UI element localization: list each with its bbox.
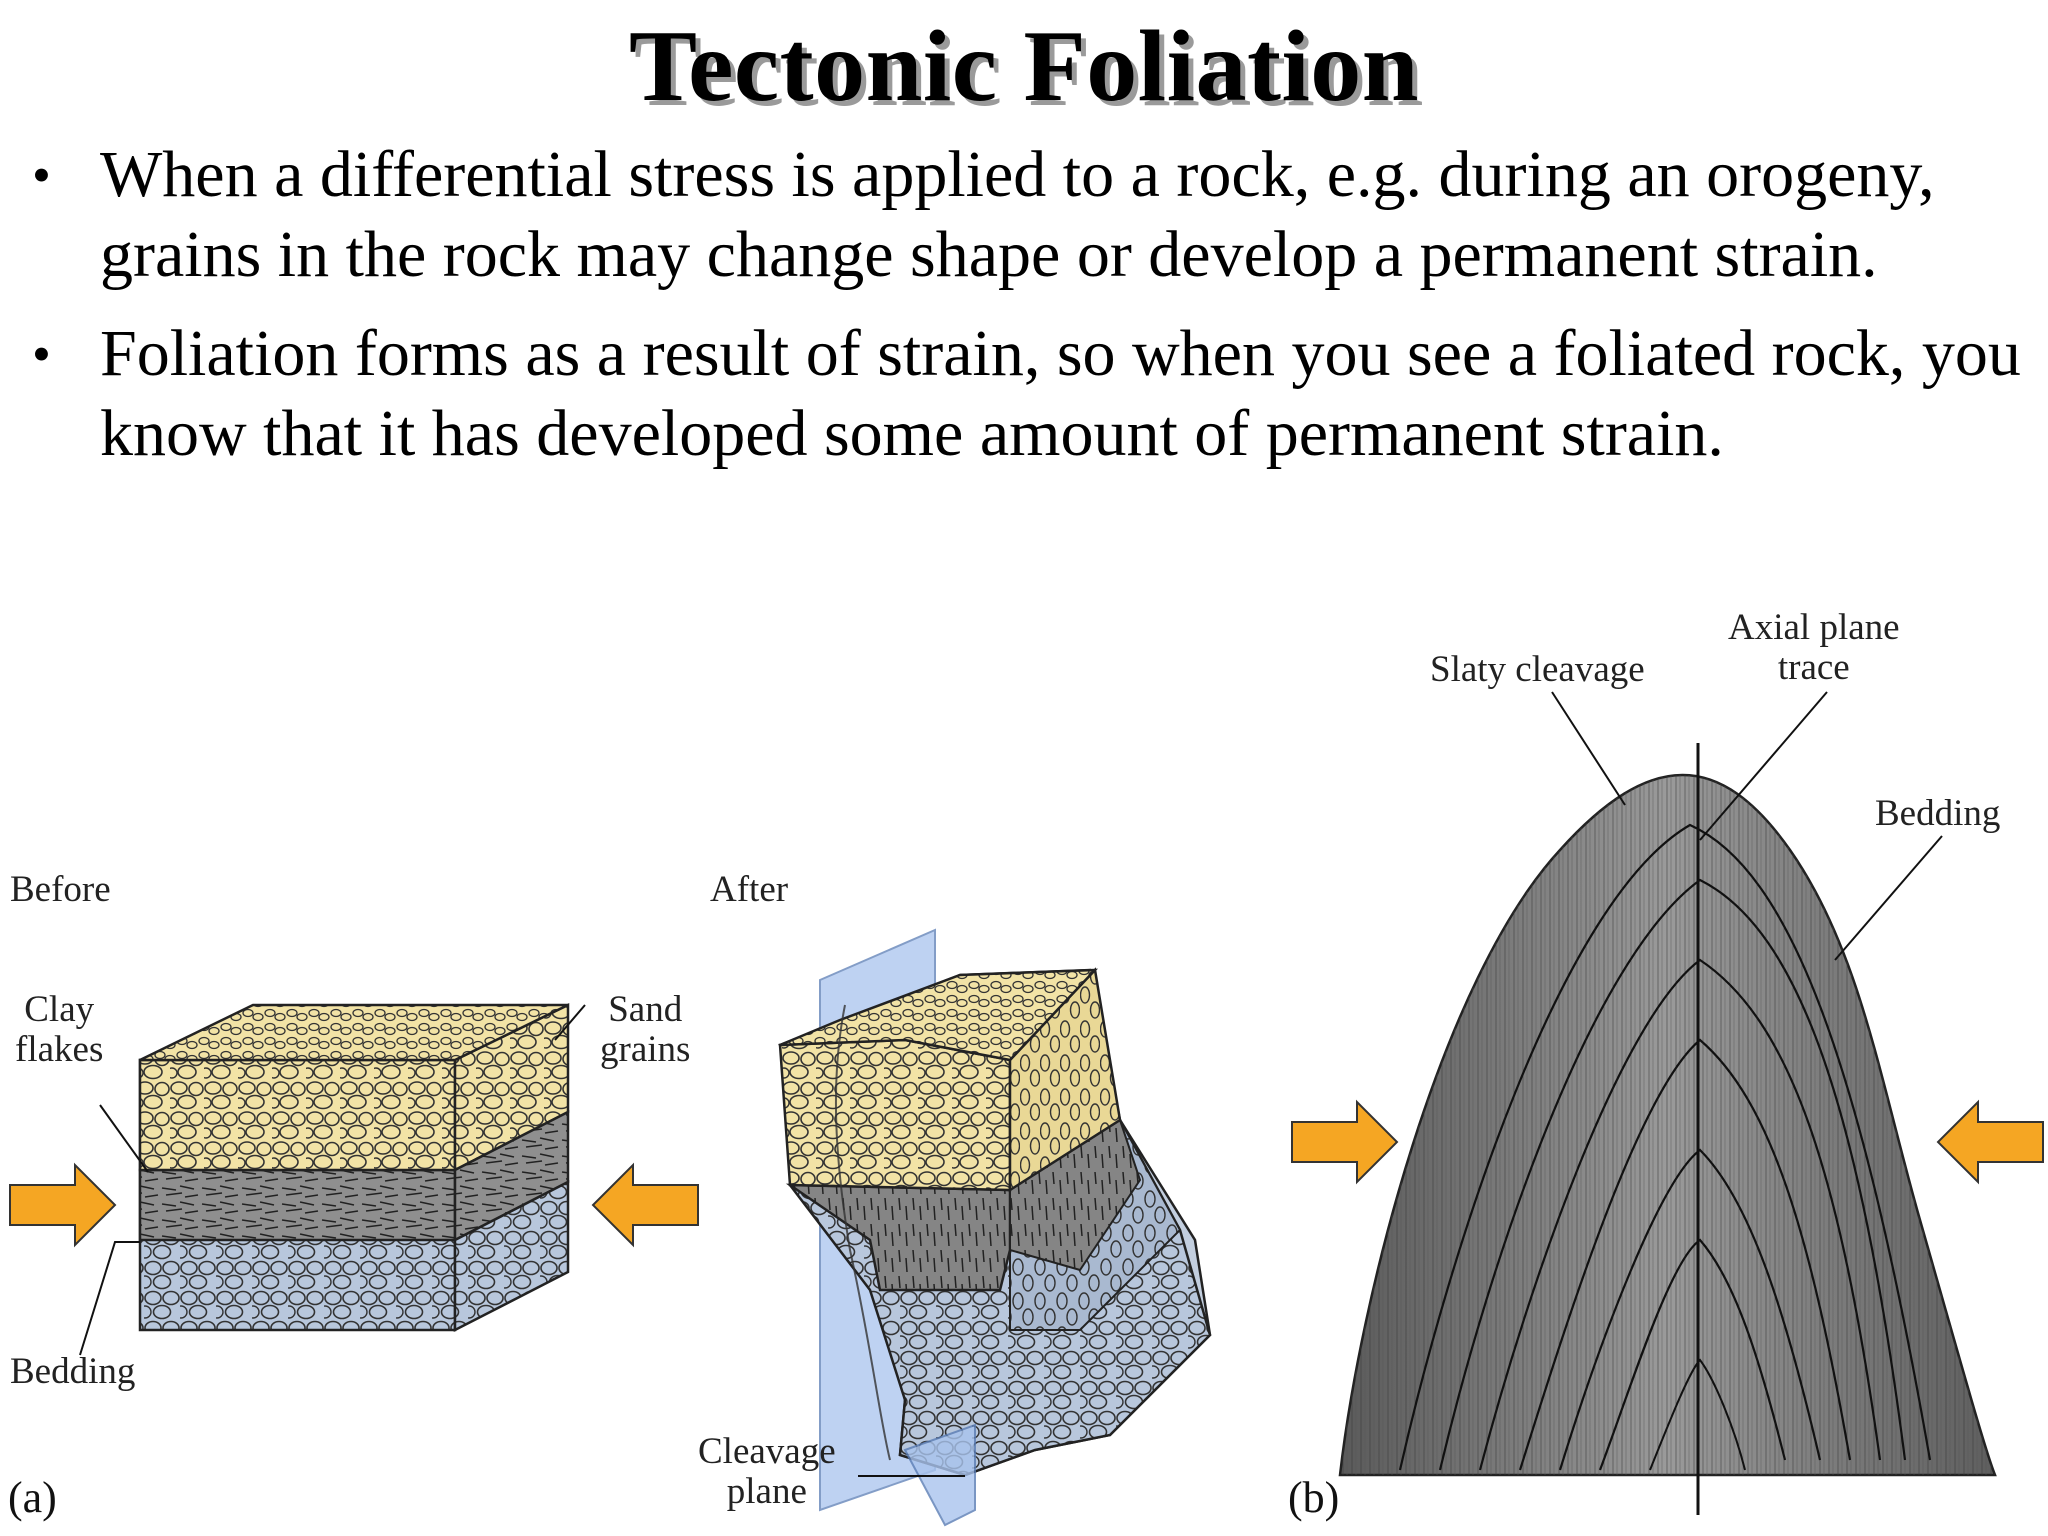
after-sand-front [778,1038,1012,1192]
arrow-left-icon [591,1162,699,1248]
bedding-leader-b [1834,835,1943,961]
panel-a-letter: (a) [8,1473,57,1522]
slaty-cleavage-label: Slaty cleavage [1430,649,1645,690]
after-block [778,928,1212,1527]
bedding-label-a: Bedding [10,1351,136,1392]
sand-grains-leader [554,1004,586,1041]
before-block [138,1003,570,1333]
fold-illustration [1338,743,1997,1515]
arrow-right-icon [1291,1099,1399,1185]
sand-layer-front [138,1058,457,1172]
slide-title: Tectonic Foliation [628,10,1420,123]
bullet-item: • Foliation forms as a result of strain,… [22,314,2032,474]
sand-layer-top [139,1003,569,1062]
bullet-text: Foliation forms as a result of strain, s… [100,317,2021,470]
bedding-leader-a [79,1241,140,1356]
axial-plane-label: Axial plane trace [1728,607,1900,688]
bedding-label-b: Bedding [1875,793,2001,834]
bullet-dot-icon: • [32,145,51,205]
clay-flakes-label: Clay flakes [15,989,104,1070]
bullet-item: • When a differential stress is applied … [22,135,2032,295]
before-label: Before [10,869,111,910]
after-label: After [710,869,789,910]
bullet-dot-icon: • [32,324,51,384]
bullet-text: When a differential stress is applied to… [100,138,1935,291]
after-sand-top [779,968,1099,1062]
clay-layer-front [138,1168,457,1242]
panel-b-letter: (b) [1288,1473,1340,1522]
arrow-left-icon [1936,1099,2044,1185]
sand-grains-label: Sand grains [600,989,691,1070]
arrow-right-icon [9,1162,117,1248]
slaty-cleavage-leader [1551,691,1626,806]
clay-flakes-leader [99,1104,149,1173]
lower-layer-side [453,1179,570,1333]
bullet-list: • When a differential stress is applied … [22,135,2032,493]
axial-plane-leader [1699,691,1828,841]
cleavage-plane-label: Cleavage plane [698,1431,836,1512]
